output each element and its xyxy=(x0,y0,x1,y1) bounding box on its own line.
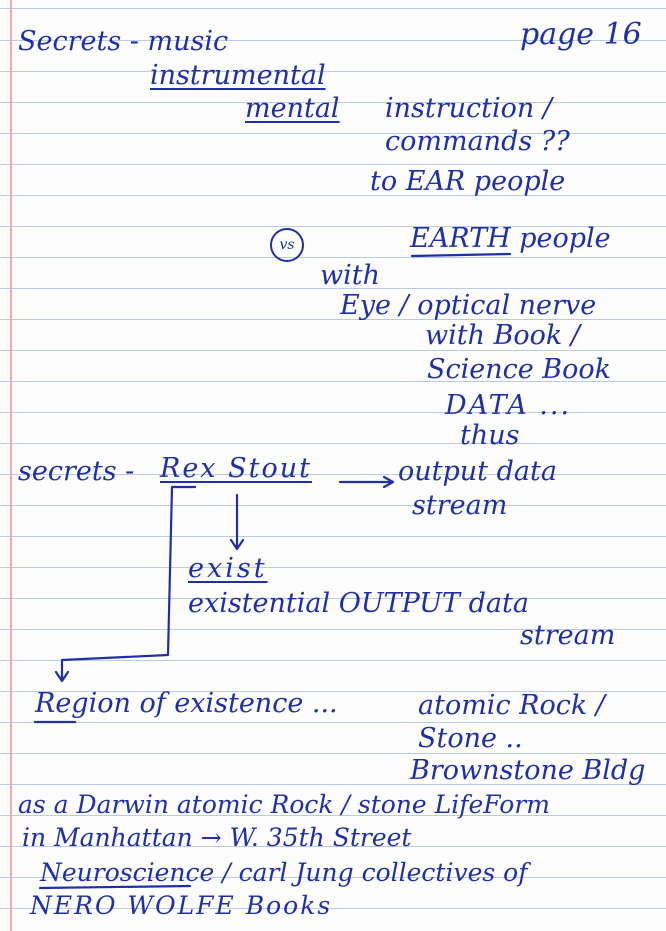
neuroscience-underline xyxy=(38,884,192,890)
line-eye-optical-nerve: Eye / optical nerve xyxy=(340,290,597,321)
line-to-ear-people: to EAR people xyxy=(370,166,566,197)
margin-line xyxy=(10,0,12,931)
line-stream-1: stream xyxy=(412,490,508,521)
page-number: page 16 xyxy=(520,17,642,52)
line-brownstone: Brownstone Bldg xyxy=(410,755,646,786)
line-instrumental: instrumental xyxy=(150,60,326,91)
line-commands: commands ?? xyxy=(385,126,570,157)
line-exist: exist xyxy=(188,553,268,584)
line-darwin: as a Darwin atomic Rock / stone LifeForm xyxy=(18,790,550,819)
line-secrets-dash: secrets - xyxy=(18,456,135,487)
line-secrets-music: Secrets - music xyxy=(18,26,229,57)
line-neuroscience: Neuroscience / carl Jung collectives of xyxy=(40,858,528,887)
line-output-data: output data xyxy=(398,456,557,487)
line-with: with xyxy=(320,260,380,291)
line-mental: mental xyxy=(245,93,340,124)
down-arrow xyxy=(229,493,245,551)
rex-stout-arrow xyxy=(338,475,395,489)
line-with-book: with Book / xyxy=(425,320,580,351)
line-earth-people: EARTH people xyxy=(410,223,611,254)
line-existential-output-data: existential OUTPUT data xyxy=(188,588,529,619)
bracket-line xyxy=(54,485,197,683)
line-data: DATA ... xyxy=(445,390,572,421)
earth-underline xyxy=(410,252,512,258)
line-stream-2: stream xyxy=(520,620,616,651)
line-region-of-existence: Region of existence ... xyxy=(35,688,338,719)
line-manhattan: in Manhattan → W. 35th Street xyxy=(22,823,412,852)
vs-circle: vs xyxy=(270,228,304,262)
line-atomic-rock: atomic Rock / xyxy=(418,690,605,721)
line-nero-wolfe: NERO WOLFE Books xyxy=(30,891,333,920)
line-science-book: Science Book xyxy=(427,354,612,385)
line-instruction: instruction / xyxy=(385,93,552,124)
line-thus: thus xyxy=(460,420,520,451)
line-stone: Stone .. xyxy=(418,723,523,754)
line-rex-stout: Rex Stout xyxy=(160,453,312,484)
